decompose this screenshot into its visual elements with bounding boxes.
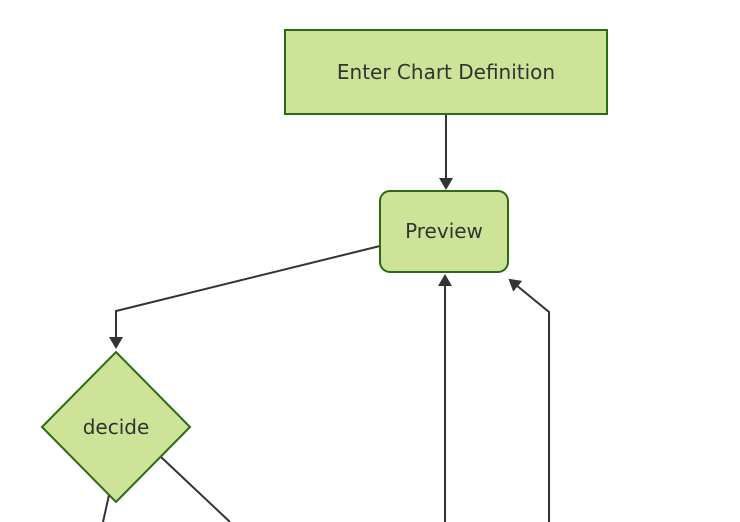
edge-decide-to-offscreen-bottom-left	[102, 494, 110, 522]
edge-layer	[102, 114, 550, 522]
node-decide-shape	[40, 350, 192, 504]
node-enter-chart-definition-shape	[284, 29, 608, 115]
edge-decide-to-offscreen-bottom-right	[160, 456, 231, 522]
node-preview-label: Preview	[405, 219, 483, 243]
edge-offscreen-bottom-right-to-preview	[508, 278, 550, 522]
node-decide: decide	[40, 350, 192, 504]
node-preview: Preview	[379, 190, 509, 273]
node-decide-label: decide	[83, 415, 150, 439]
node-preview-shape	[379, 190, 509, 273]
edge-preview-to-decide	[109, 245, 381, 349]
node-enter-chart-definition-label: Enter Chart Definition	[337, 60, 555, 84]
node-enter-chart-definition: Enter Chart Definition	[284, 29, 608, 115]
